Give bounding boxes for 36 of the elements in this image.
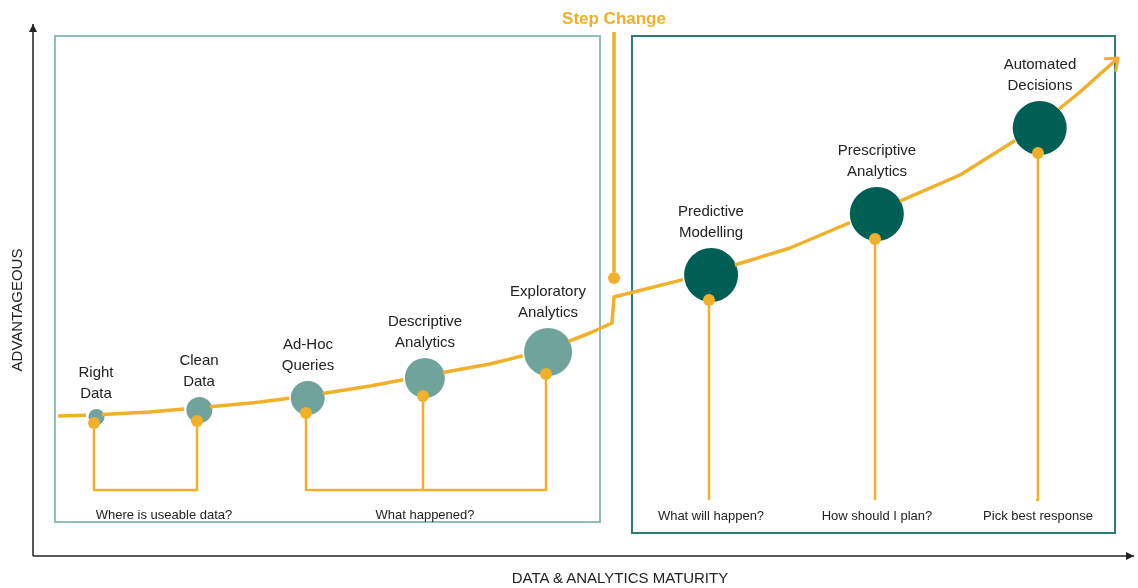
stage-label: Ad-Hoc Queries [281,334,335,375]
growth-curve [899,138,1017,203]
stage-panel [631,35,1116,534]
stage-label: Automated Decisions [1003,54,1077,95]
growth-curve [101,407,185,417]
step-change-heading: Step Change [562,8,666,31]
connector-line [869,233,881,502]
question-text: Where is useable data? [95,507,233,523]
growth-curve [209,396,290,409]
connector-line [1032,147,1044,502]
y-axis-label: ADVANTAGEOUS [6,248,26,372]
stage-label: Predictive Modelling [678,201,744,242]
growth-curve [1057,56,1120,111]
question-text: What happened? [375,507,475,523]
connector-line [88,417,162,492]
growth-curve [442,354,524,375]
connector-line [162,415,203,492]
stage-label: Exploratory Analytics [510,281,586,322]
stage-label: Clean Data [179,350,219,391]
x-axis-label: DATA & ANALYTICS MATURITY [511,568,729,588]
stage-label: Descriptive Analytics [387,311,463,352]
connector-line [703,294,715,502]
question-text: Pick best response [983,508,1093,524]
connector-line [417,390,429,492]
growth-curve [57,413,87,418]
question-text: What will happen? [657,508,765,524]
growth-curve [322,378,404,396]
question-text: How should I plan? [821,508,933,524]
stage-label: Prescriptive Analytics [837,140,917,181]
growth-curve [734,220,851,267]
connector-line [423,368,552,492]
growth-curve [567,277,684,344]
stage-label: Right Data [78,362,114,403]
growth-curve [612,32,616,272]
connector-line [300,407,423,492]
stage-panel [54,35,601,523]
